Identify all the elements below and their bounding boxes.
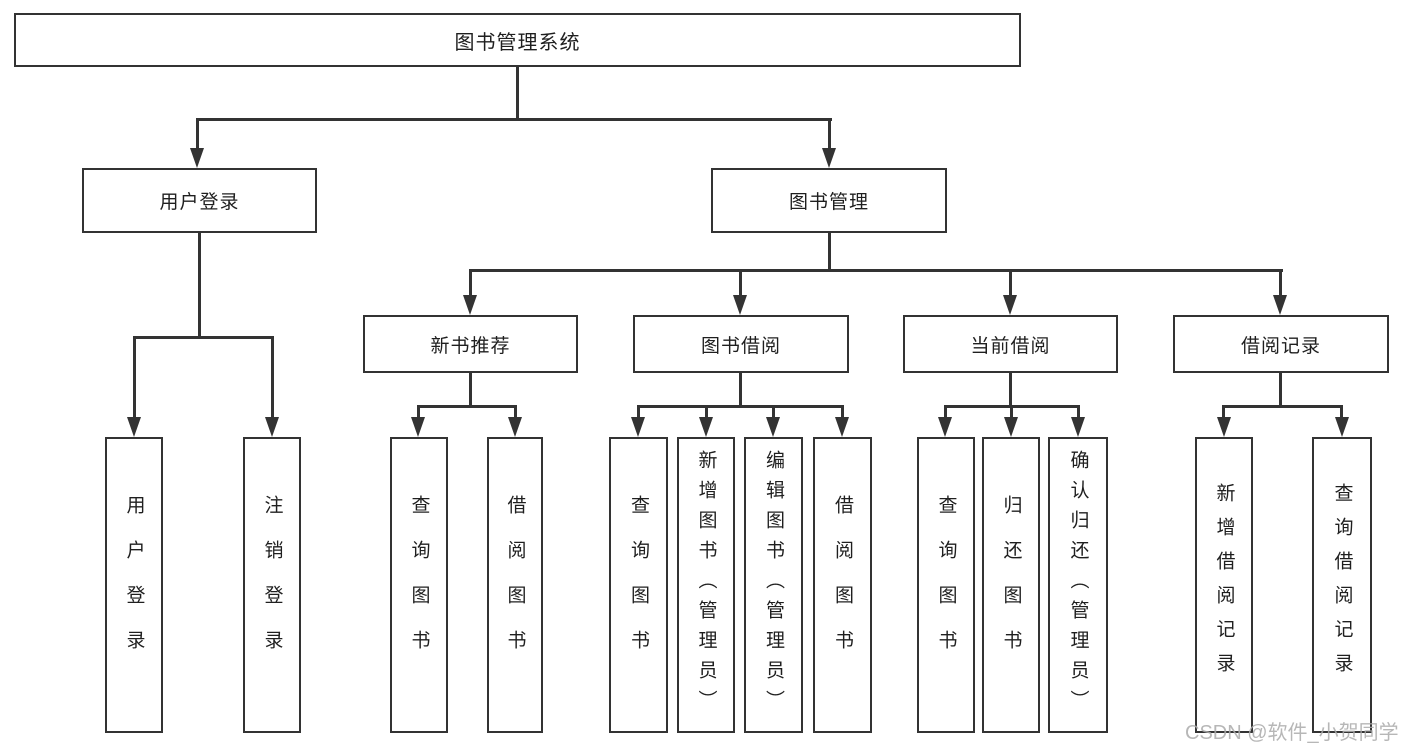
connector-drop [739, 269, 742, 296]
node-book-mgmt: 图书管理 [711, 168, 947, 233]
leaf-edit-book: 编辑图书（管理员） [744, 437, 803, 733]
arrowhead-icon [508, 417, 522, 437]
connector-drop [1340, 405, 1343, 419]
arrowhead-icon [1003, 295, 1017, 315]
connector-rail [417, 405, 517, 408]
leaf-confirm-return-label: 确认归还（管理员） [1067, 450, 1089, 720]
node-current-borrow-label: 当前借阅 [970, 335, 1051, 357]
node-new-book-rec: 新书推荐 [363, 315, 578, 373]
node-book-borrow-label: 图书借阅 [700, 335, 781, 357]
leaf-add-borrow-record: 新增借阅记录 [1195, 437, 1253, 733]
arrowhead-icon [766, 417, 780, 437]
connector-drop [1279, 269, 1282, 296]
node-user-login: 用户登录 [82, 168, 317, 233]
leaf-query-book-2-label: 查询图书 [628, 495, 649, 675]
leaf-add-book-label: 新增图书（管理员） [695, 450, 717, 720]
connector-drop [514, 405, 517, 419]
leaf-borrow-book-2: 借阅图书 [813, 437, 872, 733]
connector-drop [1009, 269, 1012, 296]
arrowhead-icon [463, 295, 477, 315]
connector-drop [944, 405, 947, 419]
arrowhead-icon [699, 417, 713, 437]
leaf-query-book-2: 查询图书 [609, 437, 668, 733]
arrowhead-icon [265, 417, 279, 437]
leaf-user-login: 用户登录 [105, 437, 163, 733]
arrowhead-icon [411, 417, 425, 437]
leaf-logout-label: 注销登录 [261, 495, 283, 675]
arrowhead-icon [631, 417, 645, 437]
leaf-user-login-label: 用户登录 [123, 495, 145, 675]
connector-stem [1009, 372, 1012, 408]
arrowhead-icon [1335, 417, 1349, 437]
connector-drop [828, 118, 831, 151]
connector-drop [196, 118, 199, 151]
arrowhead-icon [822, 148, 836, 168]
leaf-add-borrow-record-label: 新增借阅记录 [1213, 483, 1235, 687]
leaf-confirm-return: 确认归还（管理员） [1048, 437, 1108, 733]
arrowhead-icon [190, 148, 204, 168]
connector-drop [133, 336, 136, 418]
leaf-borrow-book-1: 借阅图书 [487, 437, 543, 733]
connector-root-rail [196, 118, 832, 121]
node-borrow-record: 借阅记录 [1173, 315, 1389, 373]
connector-drop [637, 405, 640, 419]
connector-drop [1077, 405, 1080, 419]
connector-drop [705, 405, 708, 419]
connector-drop [841, 405, 844, 419]
leaf-return-book: 归还图书 [982, 437, 1040, 733]
connector-stem [1279, 372, 1282, 408]
node-book-mgmt-label: 图书管理 [788, 192, 869, 213]
node-new-book-rec-label: 新书推荐 [430, 335, 511, 357]
leaf-edit-book-label: 编辑图书（管理员） [763, 450, 784, 720]
leaf-query-book-3: 查询图书 [917, 437, 975, 733]
connector-root-stem [516, 67, 519, 120]
leaf-borrow-book-1-label: 借阅图书 [504, 495, 526, 675]
arrowhead-icon [1273, 295, 1287, 315]
connector-rail [1222, 405, 1343, 408]
connector-rail [637, 405, 844, 408]
connector-drop [772, 405, 775, 419]
connector-drop [1010, 405, 1013, 419]
arrowhead-icon [127, 417, 141, 437]
node-borrow-record-label: 借阅记录 [1240, 335, 1321, 357]
leaf-query-book-3-label: 查询图书 [935, 495, 957, 675]
arrowhead-icon [1071, 417, 1085, 437]
leaf-borrow-book-2-label: 借阅图书 [832, 495, 853, 675]
connector-rail [469, 269, 1283, 272]
leaf-query-book-1-label: 查询图书 [408, 495, 430, 675]
leaf-query-borrow-record-label: 查询借阅记录 [1331, 483, 1353, 687]
arrowhead-icon [835, 417, 849, 437]
node-user-login-label: 用户登录 [159, 192, 240, 213]
node-current-borrow: 当前借阅 [903, 315, 1118, 373]
connector-drop [417, 405, 420, 419]
arrowhead-icon [1217, 417, 1231, 437]
leaf-query-borrow-record: 查询借阅记录 [1312, 437, 1372, 733]
leaf-query-book-1: 查询图书 [390, 437, 448, 733]
arrowhead-icon [733, 295, 747, 315]
arrowhead-icon [938, 417, 952, 437]
arrowhead-icon [1004, 417, 1018, 437]
leaf-logout: 注销登录 [243, 437, 301, 733]
connector-stem [739, 372, 742, 408]
connector-stem [828, 233, 831, 272]
leaf-add-book: 新增图书（管理员） [677, 437, 735, 733]
node-root: 图书管理系统 [14, 13, 1021, 67]
node-root-label: 图书管理系统 [454, 31, 581, 54]
connector-stem [469, 372, 472, 408]
connector-rail [133, 336, 274, 339]
connector-drop [271, 336, 274, 418]
connector-drop [469, 269, 472, 296]
leaf-return-book-label: 归还图书 [1000, 495, 1022, 675]
connector-stem [198, 233, 201, 338]
connector-drop [1222, 405, 1225, 419]
node-book-borrow: 图书借阅 [633, 315, 849, 373]
